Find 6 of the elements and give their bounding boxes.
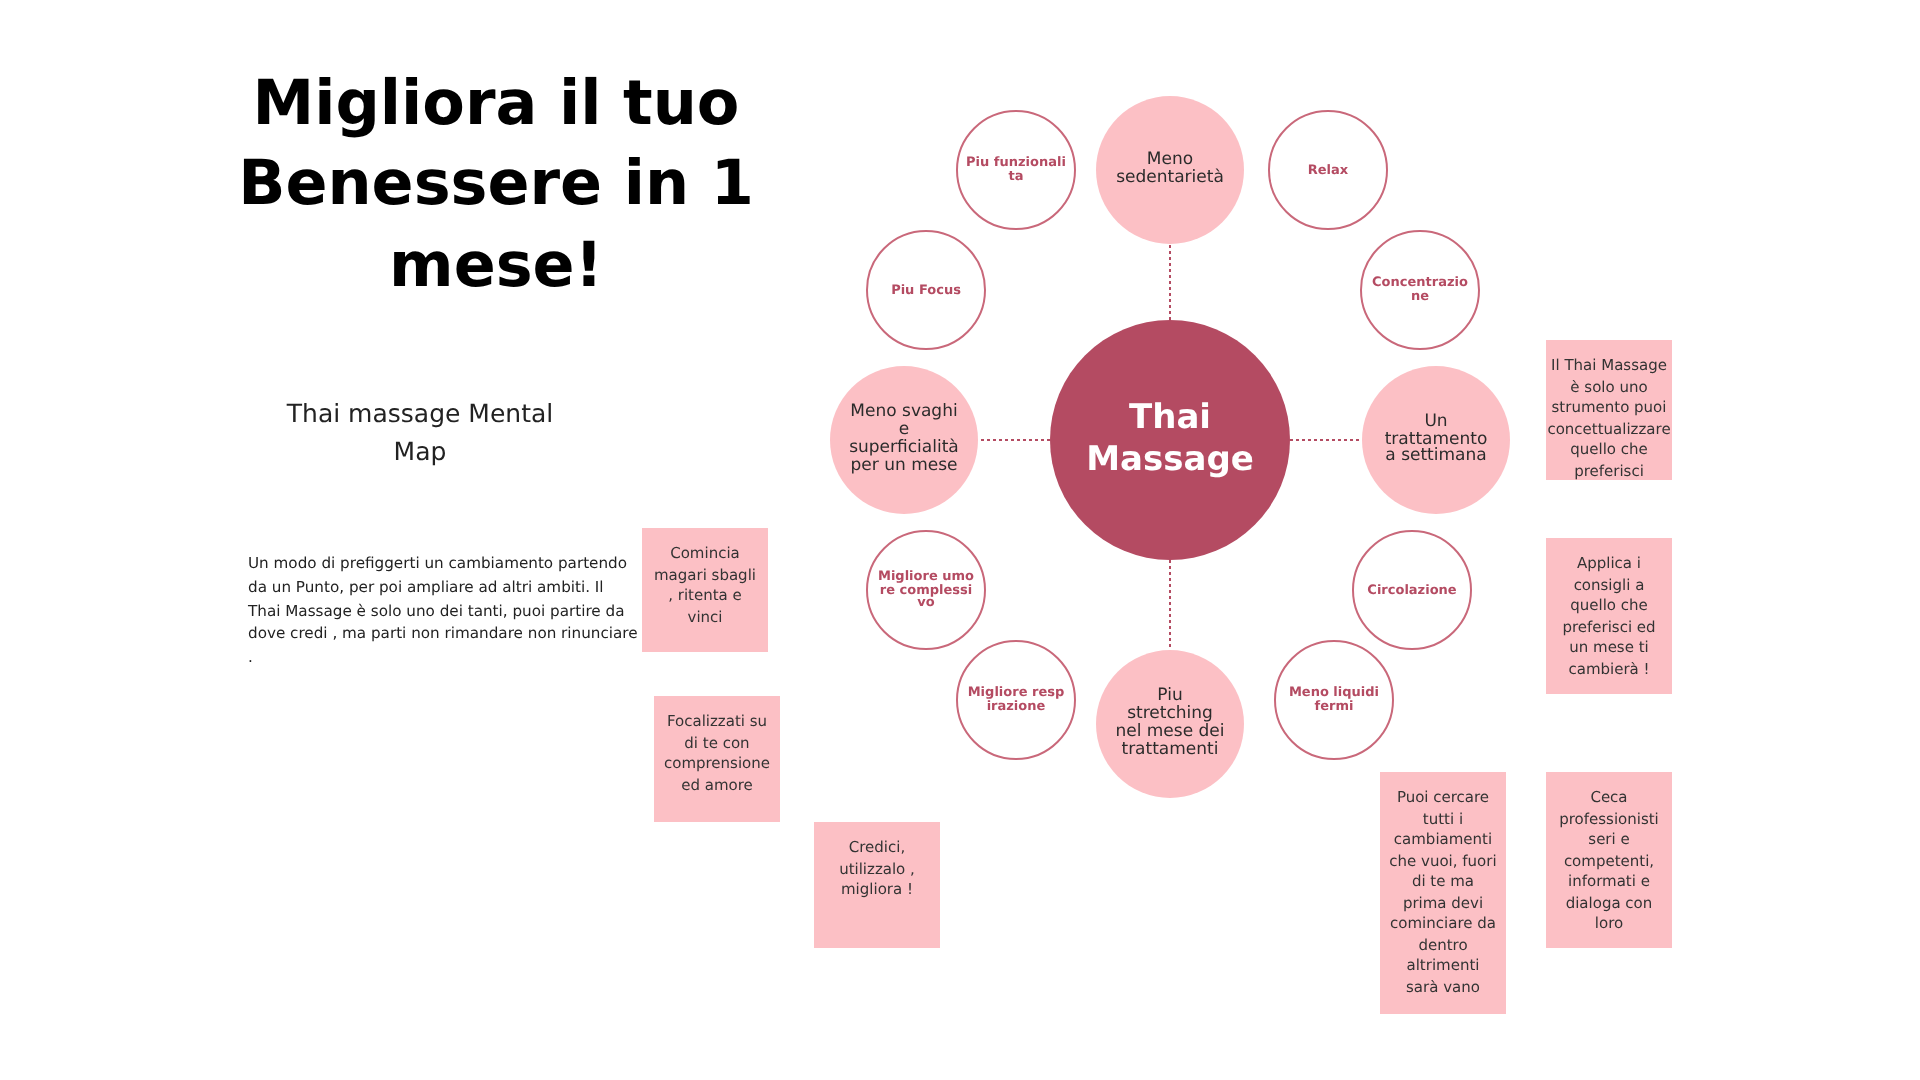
title: Migliora il tuo Benessere in 1 mese! bbox=[236, 66, 756, 306]
dotted-connector bbox=[1169, 243, 1171, 321]
subtitle: Thai massage Mental Map bbox=[284, 396, 556, 470]
dotted-connector bbox=[1169, 559, 1171, 651]
dotted-connector bbox=[977, 439, 1051, 441]
dotted-connector bbox=[1289, 439, 1363, 441]
